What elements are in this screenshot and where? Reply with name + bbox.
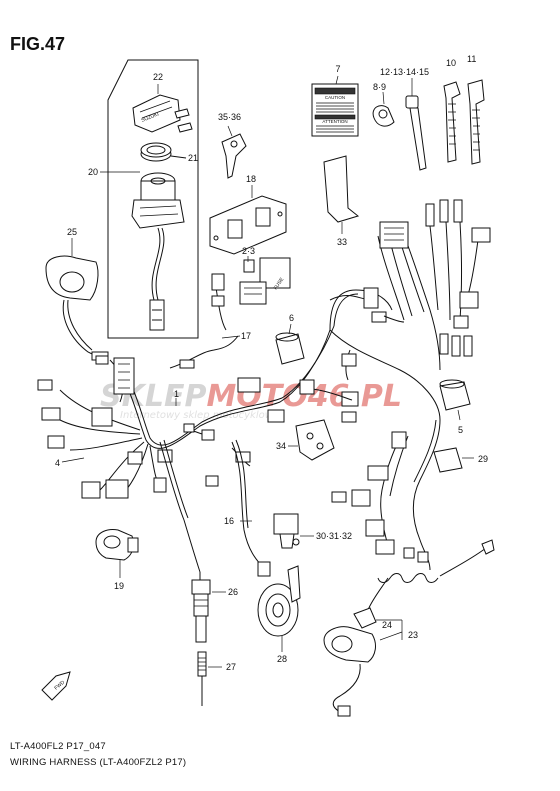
label-35-36: 35·36 [218, 112, 241, 122]
clamp-part-8-9 [372, 91, 395, 127]
ignition-switch-group: SUZUKI [107, 59, 199, 339]
ignition-switch-body [131, 172, 185, 331]
label-2-3: 2·3 [242, 246, 255, 256]
label-28: 28 [277, 654, 287, 664]
footer-code: LT-A400FL2 P17_047 [10, 741, 106, 752]
main-harness-part-1 [37, 273, 441, 573]
right-harness-lower [331, 419, 495, 611]
footer-caption: WIRING HARNESS (LT-A400FZL2 P17) [10, 757, 187, 768]
label-33: 33 [337, 237, 347, 247]
sensor-part-26 [191, 572, 226, 643]
label-12-15: 12·13·14·15 [380, 67, 429, 77]
watermark: SKLEPMOTO46.PL Internetowy sklep motocyk… [100, 379, 402, 421]
label-7: 7 [335, 64, 340, 74]
label-19: 19 [114, 581, 124, 591]
label-20: 20 [88, 167, 98, 177]
label-25: 25 [67, 227, 77, 237]
sub-harness-part-16 [231, 439, 271, 577]
label-23: 23 [408, 630, 418, 640]
label-21: 21 [188, 153, 198, 163]
main-connector-block [113, 357, 135, 395]
key-cover-part-22: SUZUKI [132, 94, 193, 133]
cap-part-29 [433, 447, 474, 473]
sensor-part-19 [95, 529, 139, 578]
leader-4 [61, 457, 85, 463]
connector-block-right-top [379, 221, 409, 249]
figure-title: FIG.47 [10, 34, 66, 54]
watermark-tagline: Internetowy sklep motocyklowy [120, 410, 280, 421]
label-10: 10 [446, 58, 456, 68]
label-1: 1 [174, 389, 179, 399]
boot-part-5 [439, 379, 471, 421]
label-11: 11 [467, 54, 476, 64]
key-part-35-36 [221, 125, 247, 179]
label-29: 29 [478, 454, 488, 464]
switch-part-30-32 [273, 513, 314, 549]
group-bracket [107, 59, 199, 339]
cable-tie-part-11 [467, 79, 485, 165]
part-labels: 22 21 20 35·36 7 12·13·14·15 8·9 10 11 1… [55, 54, 488, 672]
label-8-9: 8·9 [373, 82, 386, 92]
label-26: 26 [228, 587, 238, 597]
label-16: 16 [224, 516, 234, 526]
cable-tie-part-10 [443, 81, 461, 163]
label-34: 34 [276, 441, 286, 451]
leader-17 [221, 335, 241, 339]
caution-label-part-7: CAUTION ATTENTION [311, 75, 359, 137]
svg-text:ATTENTION: ATTENTION [322, 119, 347, 124]
cap-part-6 [275, 323, 305, 365]
label-22: 22 [153, 72, 163, 82]
fuse-box-bracket-part-18 [209, 185, 287, 255]
ring-nut-part-21 [140, 142, 187, 162]
bracket-part-34 [288, 419, 335, 461]
bracket-part-33 [323, 155, 360, 234]
cable-tie-part-12-15 [405, 78, 427, 171]
horn-part-28 [257, 565, 301, 652]
label-17: 17 [241, 331, 251, 341]
throttle-switch-part-23-24 [323, 607, 403, 717]
label-27: 27 [226, 662, 236, 672]
svg-text:CAUTION: CAUTION [325, 95, 345, 100]
fuse-part-2-3: FUSE [239, 257, 291, 305]
label-6: 6 [289, 313, 294, 323]
watermark-brand: SKLEPMOTO46.PL [100, 379, 402, 414]
label-24: 24 [382, 620, 392, 630]
label-4: 4 [55, 458, 60, 468]
probe-part-27 [197, 651, 222, 706]
label-18: 18 [246, 174, 256, 184]
label-30-32: 30·31·32 [316, 531, 352, 541]
label-5: 5 [458, 425, 463, 435]
right-harness-top [377, 199, 491, 371]
handlebar-switch-part-25 [45, 238, 109, 361]
forward-arrow-icon: FWD [41, 671, 71, 701]
